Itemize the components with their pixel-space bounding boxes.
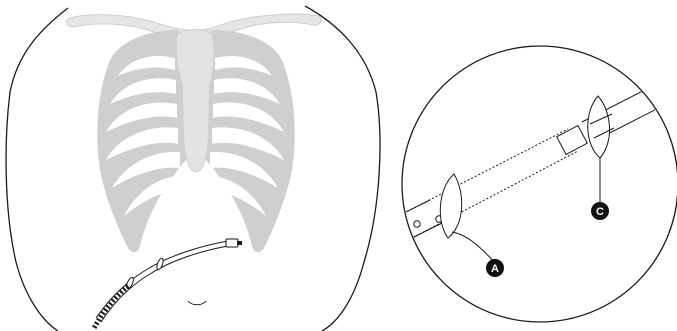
torso-right-side (305, 6, 380, 331)
drain-tube (96, 241, 228, 318)
callout-a-label: A (491, 263, 499, 275)
callout-c-label: C (596, 206, 604, 218)
rib-cage (97, 30, 295, 253)
drain-cuff-lower (125, 277, 135, 290)
drain-connector-tip (237, 241, 242, 245)
navel (188, 301, 206, 305)
magnifier-circle (402, 46, 677, 322)
drain-tube-inner (101, 246, 228, 322)
drain-connector (226, 239, 238, 247)
drain-textured-section (94, 286, 128, 328)
torso-left-side (6, 8, 68, 331)
callout-c: C (591, 202, 609, 220)
detail-magnifier: A C (400, 46, 677, 322)
callout-a: A (486, 259, 504, 277)
drain-cuff-upper (156, 258, 165, 271)
catheter-hole-1 (414, 221, 420, 227)
chest-drain (94, 239, 242, 328)
